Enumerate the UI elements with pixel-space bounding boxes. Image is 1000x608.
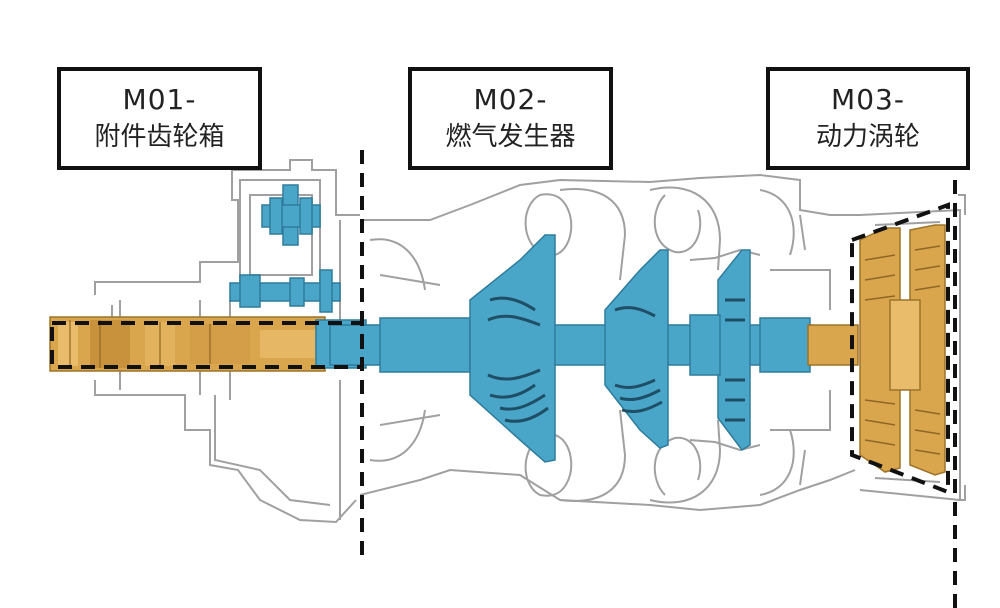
module-label-m01: M01- 附件齿轮箱 xyxy=(57,67,262,170)
power-turbine xyxy=(807,224,946,476)
module-name-m03: 动力涡轮 xyxy=(815,121,920,152)
module-label-m02: M02- 燃气发生器 xyxy=(408,67,613,170)
compressor-impeller-2 xyxy=(604,249,669,449)
module-name-m01: 附件齿轮箱 xyxy=(94,121,225,152)
module-code-m01: M01- xyxy=(122,82,197,116)
gas-generator-rotor xyxy=(329,234,811,463)
module-code-m02: M02- xyxy=(473,82,548,116)
module-boundaries xyxy=(50,150,957,608)
impeller-blades xyxy=(487,296,745,423)
power-turbine-highlight xyxy=(850,202,950,495)
module-code-m03: M03- xyxy=(831,82,905,116)
module-name-m02: 燃气发生器 xyxy=(445,121,576,152)
module-label-m03: M03- 动力涡轮 xyxy=(766,67,970,170)
compressor-impeller-1 xyxy=(469,234,556,463)
power-turbine-blades xyxy=(864,245,941,455)
accessory-shaft-highlight xyxy=(50,321,364,369)
accessory-output-shaft xyxy=(49,316,326,372)
